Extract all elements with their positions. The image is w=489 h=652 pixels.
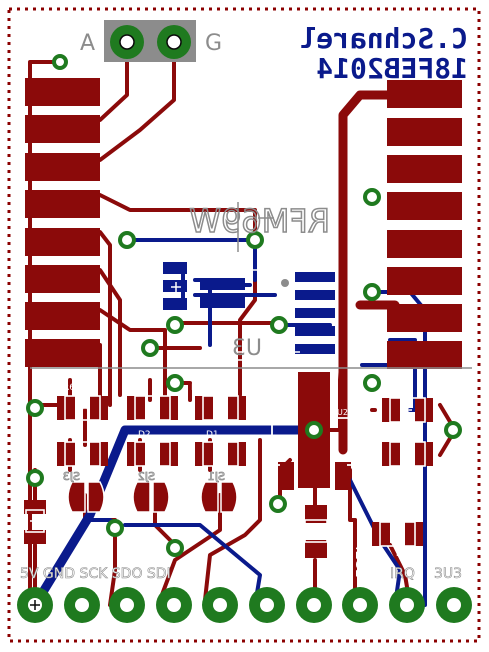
vias	[26, 54, 462, 557]
board-outline	[7, 7, 481, 643]
label-r4: R4	[191, 383, 203, 393]
smd-pads	[24, 372, 433, 558]
label-r5: R5	[133, 383, 145, 393]
label-r7: R7	[396, 549, 407, 558]
module-boundary	[30, 202, 472, 369]
label-r3: R3	[63, 430, 75, 440]
silkscreen-outlines	[25, 395, 426, 547]
label-pin-a: A	[80, 31, 95, 56]
label-author: C.Schnarel	[299, 22, 468, 55]
solder-jumpers	[67, 481, 238, 513]
label-sj2: SJ2	[138, 470, 155, 483]
label-header-irq: IRQ	[390, 566, 415, 582]
bottom-header	[17, 587, 472, 623]
bottom-copper-wide	[30, 425, 320, 610]
label-header-3v3: 3U3	[434, 566, 462, 582]
label-sj1: SJ1	[208, 470, 225, 483]
rfm-left-pads	[25, 78, 100, 367]
u3-outline	[222, 269, 300, 361]
top-header	[104, 20, 196, 62]
label-header-left: 5V GND SCK SDO SDI	[20, 566, 171, 582]
rfm-pin-marker	[365, 343, 379, 357]
label-c4: C4	[50, 534, 62, 544]
u3-pads	[163, 262, 335, 354]
label-u2: U2	[337, 408, 348, 417]
label-d1: D1	[206, 430, 219, 440]
label-date: 18FEB2014	[316, 52, 468, 85]
label-mcp1701: MCP1701	[280, 374, 289, 412]
label-c2: C2	[400, 430, 412, 440]
label-sj3: SJ3	[63, 470, 80, 483]
label-pin-g: G	[205, 31, 222, 56]
label-r6: R6	[63, 383, 75, 393]
label-c3: C3	[400, 385, 412, 395]
label-module: RFM69W	[189, 202, 330, 240]
label-led1: LED1	[293, 527, 302, 548]
label-d2: D2	[138, 430, 151, 440]
label-fsel: FSEL	[353, 542, 371, 578]
mcp-thermal-via	[305, 421, 323, 439]
label-rsel: RSEL	[260, 540, 278, 578]
mcp1701-outline	[271, 417, 356, 466]
label-u3: U3	[232, 336, 262, 361]
u3-pin1-dot	[281, 279, 289, 287]
silk-plus-marks	[30, 282, 412, 539]
rfm-right-pads	[387, 80, 462, 369]
